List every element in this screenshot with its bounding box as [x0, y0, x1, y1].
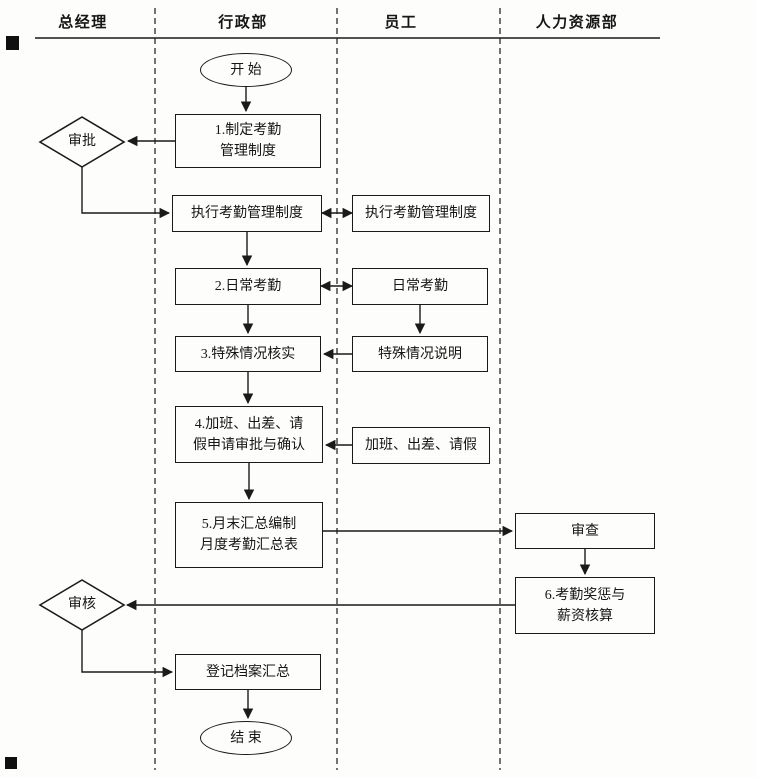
edge-audit-register [81, 630, 174, 678]
lane-header-staff: 员工 [384, 15, 418, 31]
lane-header-hr: 人力资源部 [535, 15, 619, 31]
node-register-archive: 登记档案汇总 [175, 654, 321, 690]
lane-header-gm: 总经理 [58, 15, 108, 31]
node-daily-attendance-admin: 2.日常考勤 [175, 268, 321, 305]
node-monthly-summary: 5.月末汇总编制 月度考勤汇总表 [175, 502, 323, 568]
decision-approve-shape [38, 116, 126, 168]
scan-artifact-top [6, 36, 19, 50]
decision-audit-label: 审核 [68, 597, 96, 612]
node-start: 开 始 [200, 53, 292, 87]
node-end: 结 束 [200, 721, 292, 755]
node-formulate-policy: 1.制定考勤 管理制度 [175, 114, 321, 168]
node-hr-review: 审查 [515, 513, 655, 549]
scan-artifact-bottom [5, 757, 17, 769]
decision-audit-shape [38, 579, 126, 631]
edge-approve-exec [81, 167, 171, 219]
node-overtime-approval: 4.加班、出差、请 假申请审批与确认 [175, 406, 323, 463]
node-special-case-explain: 特殊情况说明 [352, 336, 488, 372]
node-overtime-request: 加班、出差、请假 [352, 427, 490, 464]
decision-approve-label: 审批 [68, 134, 96, 149]
node-execute-policy-staff: 执行考勤管理制度 [352, 195, 490, 232]
node-reward-payroll: 6.考勤奖惩与 薪资核算 [515, 577, 655, 634]
node-special-case-verify: 3.特殊情况核实 [175, 336, 321, 372]
node-execute-policy-admin: 执行考勤管理制度 [172, 195, 322, 232]
node-daily-attendance-staff: 日常考勤 [352, 268, 488, 305]
lane-header-admin: 行政部 [218, 15, 268, 31]
